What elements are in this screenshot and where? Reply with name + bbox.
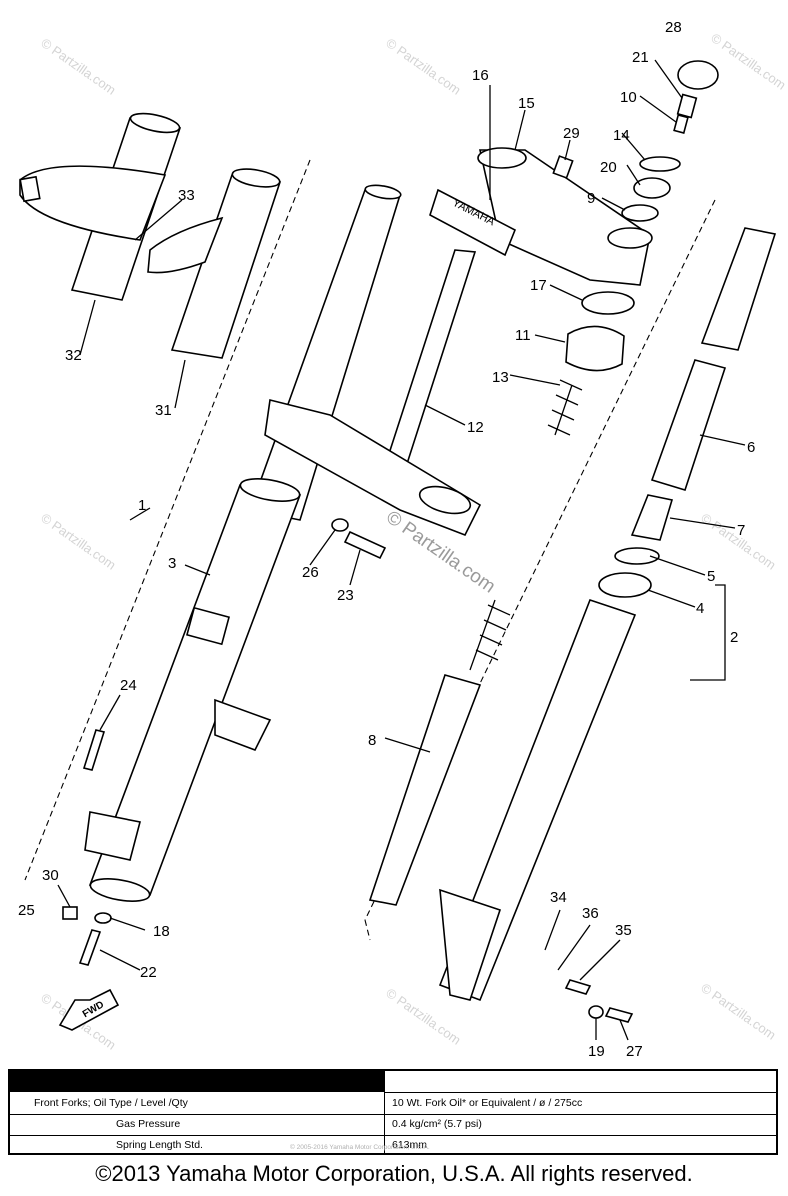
part-29-nut [552, 155, 574, 179]
callout-36: 36 [582, 905, 599, 922]
faint-copyright-note: © 2005-2016 Yamaha Motor Corporation, U.… [290, 1144, 430, 1151]
callout-35: 35 [615, 922, 632, 939]
callout-28: 28 [665, 19, 682, 36]
part-22-drain-bolt [78, 929, 102, 966]
watermark-text: © Partzilla.com [698, 980, 778, 1043]
part-24-bolt [82, 729, 106, 771]
part-7-guide [630, 494, 674, 541]
spec-table-header-bar [10, 1071, 384, 1092]
part-6-inner-tube [650, 227, 777, 491]
spec-row-gas-pressure: Gas Pressure 0.4 kg/cm² (5.7 psi) [10, 1114, 776, 1135]
callout-10: 10 [620, 89, 637, 106]
front-fork-exploded-diagram: © Partzilla.com © Partzilla.com © Partzi… [18, 19, 788, 1060]
part-19-washer [588, 1005, 604, 1019]
callout-3: 3 [168, 555, 176, 572]
callout-11: 11 [515, 327, 531, 344]
callout-24: 24 [120, 677, 137, 694]
part-20-nut [633, 177, 671, 199]
callout-32: 32 [65, 347, 82, 364]
callout-9: 9 [587, 190, 595, 207]
spec-table-header-right [384, 1071, 776, 1093]
assembly-line-2 [364, 199, 716, 921]
callout-numbers: 28 21 10 14 20 9 16 15 29 17 11 13 12 6 … [18, 19, 755, 1060]
part-26-washer [331, 518, 349, 532]
watermark-text: © Partzilla.com [708, 30, 788, 93]
callout-33: 33 [178, 187, 195, 204]
spec-row-spring-length: Spring Length Std. 613mm [10, 1135, 776, 1156]
callout-6: 6 [747, 439, 755, 456]
part-32-tube-cover [19, 112, 182, 301]
part-11-bearing-race [565, 325, 625, 372]
spec-label: Gas Pressure [116, 1118, 181, 1130]
copyright-footer: ©2013 Yamaha Motor Corporation, U.S.A. A… [95, 1161, 693, 1186]
assembly-line-1 [24, 159, 311, 881]
callout-13: 13 [492, 369, 509, 386]
watermark-text: © Partzilla.com [38, 35, 118, 98]
part-13-spring [469, 379, 583, 671]
part-23-bolt [343, 530, 387, 560]
callout-26: 26 [302, 564, 319, 581]
callout-2: 2 [730, 629, 738, 646]
callout-19: 19 [588, 1043, 605, 1060]
assembly-line-3 [364, 919, 371, 941]
spec-row-oil: Front Forks; Oil Type / Level /Qty 10 Wt… [10, 1093, 776, 1114]
part-28-cap [677, 60, 719, 90]
part-17-seal [581, 291, 635, 315]
part-31-tube-cover [147, 168, 282, 359]
part-21-10-nut [673, 93, 698, 135]
callout-21: 21 [632, 49, 649, 66]
callout-30: 30 [42, 867, 59, 884]
watermark-text: © Partzilla.com [383, 35, 463, 98]
spec-label: Front Forks; Oil Type / Level /Qty [34, 1097, 188, 1109]
callout-34: 34 [550, 889, 567, 906]
callout-18: 18 [153, 923, 170, 940]
part-14-washer [639, 156, 681, 172]
callout-23: 23 [337, 587, 354, 604]
callout-12: 12 [467, 419, 484, 436]
part-2-outer-tube-right [438, 599, 637, 1002]
part-5-clip [614, 547, 660, 565]
callout-31: 31 [155, 402, 172, 419]
part-35-bolt [564, 979, 592, 995]
callout-5: 5 [707, 568, 715, 585]
spec-value: 0.4 kg/cm² (5.7 psi) [392, 1118, 482, 1130]
callout-16: 16 [472, 67, 489, 84]
watermark-text: © Partzilla.com [38, 510, 118, 573]
callout-27: 27 [626, 1043, 643, 1060]
callout-8: 8 [368, 732, 376, 749]
callout-15: 15 [518, 95, 535, 112]
watermark-text: © Partzilla.com [698, 510, 778, 573]
part-9-washer [621, 204, 659, 222]
spec-value: 10 Wt. Fork Oil* or Equivalent / ø / 275… [392, 1097, 583, 1109]
part-12-under-bracket [264, 249, 482, 537]
callout-29: 29 [563, 125, 580, 142]
callout-7: 7 [737, 522, 745, 539]
spec-value: 613mm [392, 1139, 428, 1151]
part-25-nut [62, 906, 78, 920]
callout-17: 17 [530, 277, 547, 294]
callout-22: 22 [140, 964, 157, 981]
part-27-bolt [604, 1007, 634, 1023]
part-8-damper-rod [368, 674, 482, 906]
leader-lines [57, 59, 746, 1041]
part-4-oil-seal [598, 572, 652, 598]
callout-4: 4 [696, 600, 704, 617]
fwd-arrow-icon: FWD [58, 988, 120, 1031]
spec-label: Spring Length Std. [116, 1139, 203, 1151]
callout-14: 14 [613, 127, 630, 144]
fork-oil-spec-table: Front Forks; Oil Type / Level /Qty 10 Wt… [8, 1069, 778, 1155]
part-18-washer [94, 912, 112, 924]
callout-25: 25 [18, 902, 35, 919]
callout-1: 1 [138, 497, 146, 514]
callout-20: 20 [600, 159, 617, 176]
